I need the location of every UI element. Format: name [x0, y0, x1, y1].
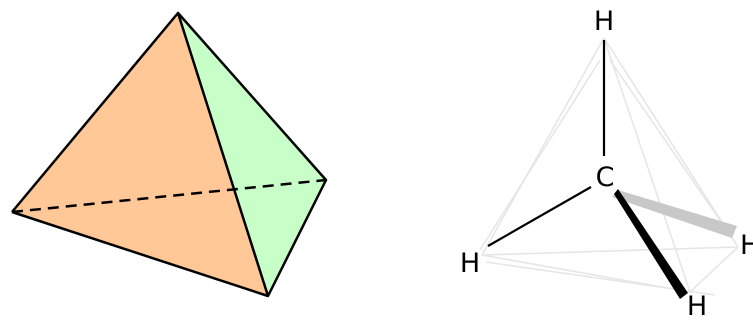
- methane-molecule: H C H H H: [460, 6, 753, 320]
- bond-c-h-bottom-wedge: [614, 189, 688, 299]
- bond-c-h-right-hashed: [612, 190, 737, 238]
- tetrahedron-outline: [11, 11, 328, 298]
- atom-h-bottom: H: [687, 291, 707, 320]
- tetrahedron-solid: [11, 11, 328, 298]
- tetrahedron-front-ridge: [176, 12, 270, 297]
- bond-c-h-left: [487, 186, 592, 247]
- tetrahedron-right-face: [178, 13, 326, 296]
- atom-h-top: H: [594, 6, 614, 37]
- atom-h-right: H: [740, 230, 753, 261]
- tetrahedron-left-face: [12, 13, 268, 296]
- atom-carbon: C: [596, 162, 615, 193]
- atom-h-left: H: [460, 248, 480, 279]
- chemical-bonds: [487, 40, 737, 299]
